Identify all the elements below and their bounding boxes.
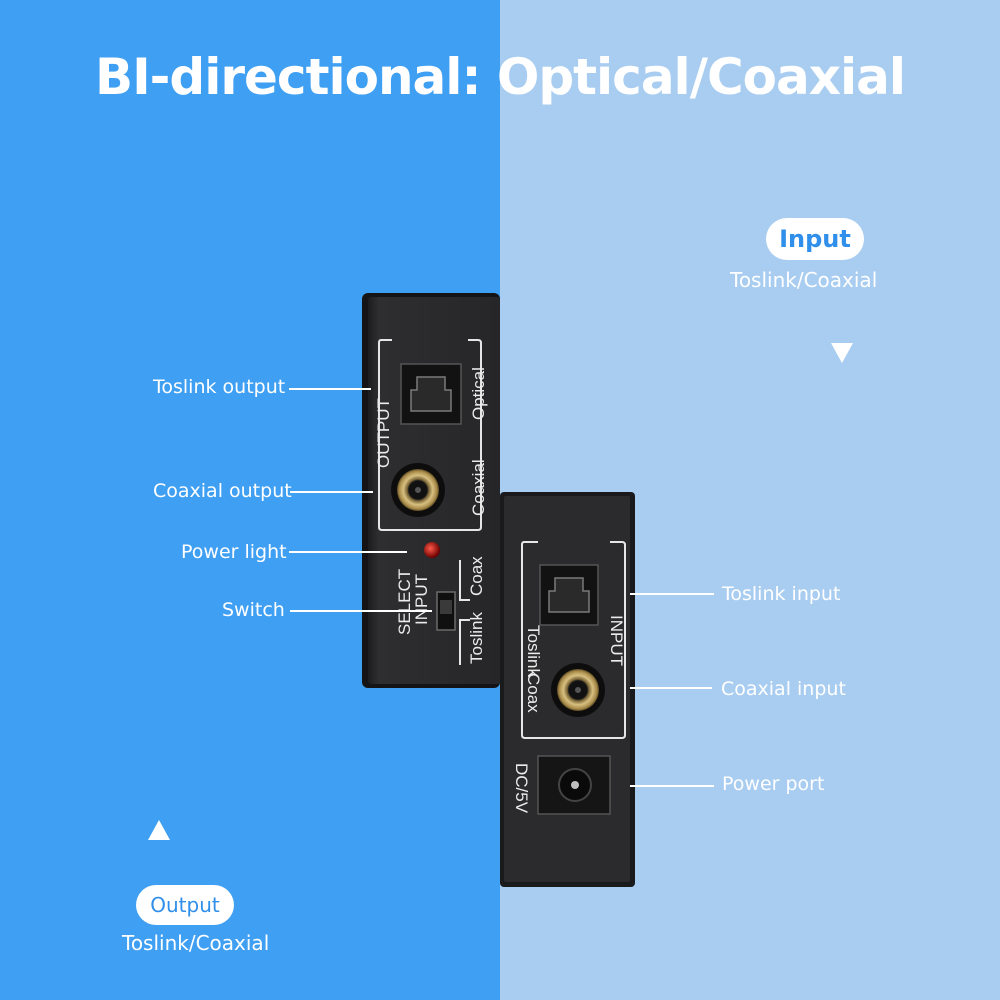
input-subtitle: Toslink/Coaxial [730, 268, 878, 292]
coax-switch-label: Coax [467, 556, 486, 596]
coax-input-label: Coax [524, 673, 543, 713]
callout-toslink-input: Toslink input [722, 583, 841, 605]
callout-line [630, 593, 714, 595]
toslink-input-port [539, 564, 599, 626]
select-label: SELECT [395, 569, 414, 635]
toslink-input-label: Toslink [524, 625, 543, 677]
callout-line [630, 687, 712, 689]
callout-line [289, 388, 371, 390]
callout-line [290, 610, 432, 612]
output-subtitle: Toslink/Coaxial [122, 931, 270, 955]
arrow-up-icon [148, 820, 170, 840]
arrow-down-icon [831, 343, 853, 363]
callout-switch: Switch [222, 599, 285, 621]
output-badge: Output [136, 885, 234, 925]
toslink-output-port [400, 363, 462, 425]
input-switch [436, 560, 470, 665]
toslink-switch-label: Toslink [467, 612, 486, 664]
callout-power-port: Power port [722, 773, 825, 795]
coaxial-input-port [551, 663, 605, 717]
coaxial-output-port [391, 463, 445, 517]
input-port-label: INPUT [607, 615, 626, 666]
callout-line [630, 785, 714, 787]
output-port-label: OUTPUT [374, 398, 393, 468]
callout-line [289, 551, 407, 553]
input-side-panel: Toslink INPUT Coax DC/5V [500, 492, 635, 887]
callout-coaxial-output: Coaxial output [153, 480, 292, 502]
callout-power-light: Power light [181, 541, 287, 563]
input-select-label: INPUT [412, 574, 431, 625]
optical-label: Optical [469, 367, 488, 420]
input-badge: Input [766, 218, 864, 260]
dc-label: DC/5V [512, 763, 531, 814]
power-port-jack [537, 755, 611, 815]
coaxial-label: Coaxial [469, 459, 488, 516]
callout-toslink-output: Toslink output [153, 376, 286, 398]
output-side-panel: OUTPUT Optical Coaxial SELECT INPUT Coax… [362, 293, 500, 688]
callout-coaxial-input: Coaxial input [721, 678, 846, 700]
callout-line [290, 491, 373, 493]
power-led [424, 542, 440, 558]
page-title: BI-directional: Optical/Coaxial [94, 48, 906, 106]
